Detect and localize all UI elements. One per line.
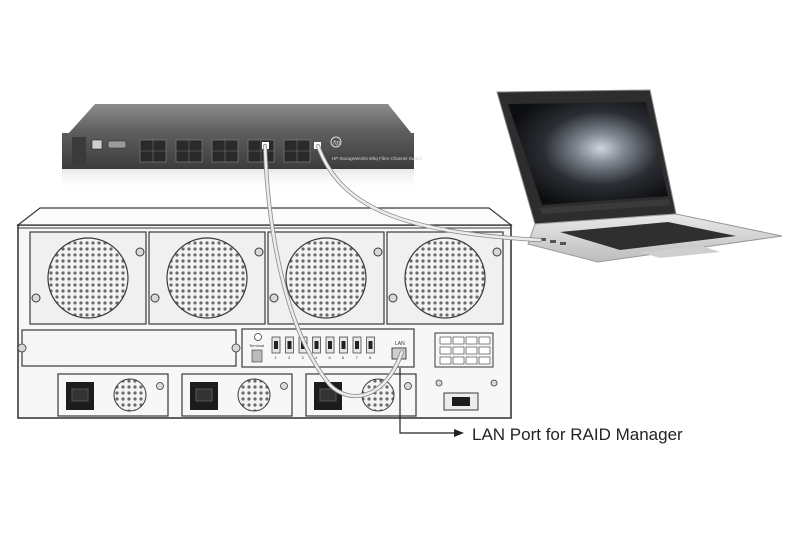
desktop-wallpaper-icon bbox=[508, 102, 668, 205]
power-supply-1 bbox=[57, 373, 169, 417]
chassis-top bbox=[16, 207, 513, 226]
fc-port-socket bbox=[328, 341, 332, 349]
fc-port-number: 4 bbox=[315, 355, 318, 360]
lan-label: LAN bbox=[395, 341, 405, 347]
fc-port-socket bbox=[341, 341, 346, 349]
laptop-dock bbox=[540, 199, 671, 214]
power-switch-rocker bbox=[452, 397, 470, 406]
cable-switch-to-raid-lan bbox=[263, 144, 404, 398]
hp-logo-icon: hp bbox=[330, 136, 342, 148]
callout-label: LAN Port for RAID Manager bbox=[472, 425, 683, 444]
laptop bbox=[496, 89, 783, 263]
fan-modules bbox=[29, 231, 504, 325]
laptop-side-ports bbox=[540, 238, 566, 245]
terminal-label: Terminal bbox=[249, 343, 264, 348]
arrow-head-icon bbox=[454, 429, 464, 437]
fc-port-number: 7 bbox=[356, 355, 359, 360]
network-cables bbox=[262, 143, 543, 399]
fc-port-socket bbox=[287, 341, 292, 349]
callout-arrow bbox=[399, 368, 464, 437]
laptop-trackpad bbox=[640, 246, 720, 258]
fan-module-3 bbox=[267, 231, 385, 325]
fibre-channel-switch: hp HP StorageWorks 8/8q Fibre Channel Sw… bbox=[62, 104, 422, 191]
laptop-keyboard bbox=[560, 222, 736, 250]
fc-port-number: 8 bbox=[369, 355, 372, 360]
switch-top-panel bbox=[68, 104, 412, 134]
fan-module-2 bbox=[148, 231, 266, 325]
fc-port-number: 2 bbox=[288, 355, 291, 360]
fan-module-4 bbox=[386, 231, 504, 325]
fc-port-number: 6 bbox=[342, 355, 345, 360]
power-led-icon bbox=[254, 333, 262, 341]
cable-switch-to-laptop bbox=[316, 144, 542, 242]
fan-module-1 bbox=[29, 231, 147, 325]
switch-serial-port bbox=[107, 140, 127, 149]
power-supplies bbox=[57, 373, 417, 417]
switch-ethernet-port bbox=[91, 139, 103, 150]
power-supply-2 bbox=[181, 373, 293, 417]
fc-port-number: 5 bbox=[329, 355, 332, 360]
fc-port-socket bbox=[368, 341, 373, 349]
status-panel bbox=[434, 332, 494, 368]
raid-chassis: Terminal 1 2 3 4 5 6 7 8 LAN bbox=[16, 207, 513, 419]
fc-port-socket bbox=[274, 341, 278, 349]
svg-text:hp: hp bbox=[333, 141, 340, 147]
switch-vent-holes bbox=[72, 137, 86, 165]
fc-port-number: 1 bbox=[275, 355, 278, 360]
fc-port-socket bbox=[314, 341, 319, 349]
switch-model-text: HP StorageWorks 8/8q Fibre Channel Switc… bbox=[332, 156, 422, 161]
fc-port-socket bbox=[355, 341, 359, 349]
switch-reflection bbox=[62, 169, 414, 191]
raid-controller-module: Terminal 1 2 3 4 5 6 7 8 LAN bbox=[241, 328, 415, 368]
fc-port-number: 3 bbox=[302, 355, 305, 360]
terminal-port bbox=[251, 349, 263, 363]
blank-expansion-plate bbox=[21, 329, 237, 367]
